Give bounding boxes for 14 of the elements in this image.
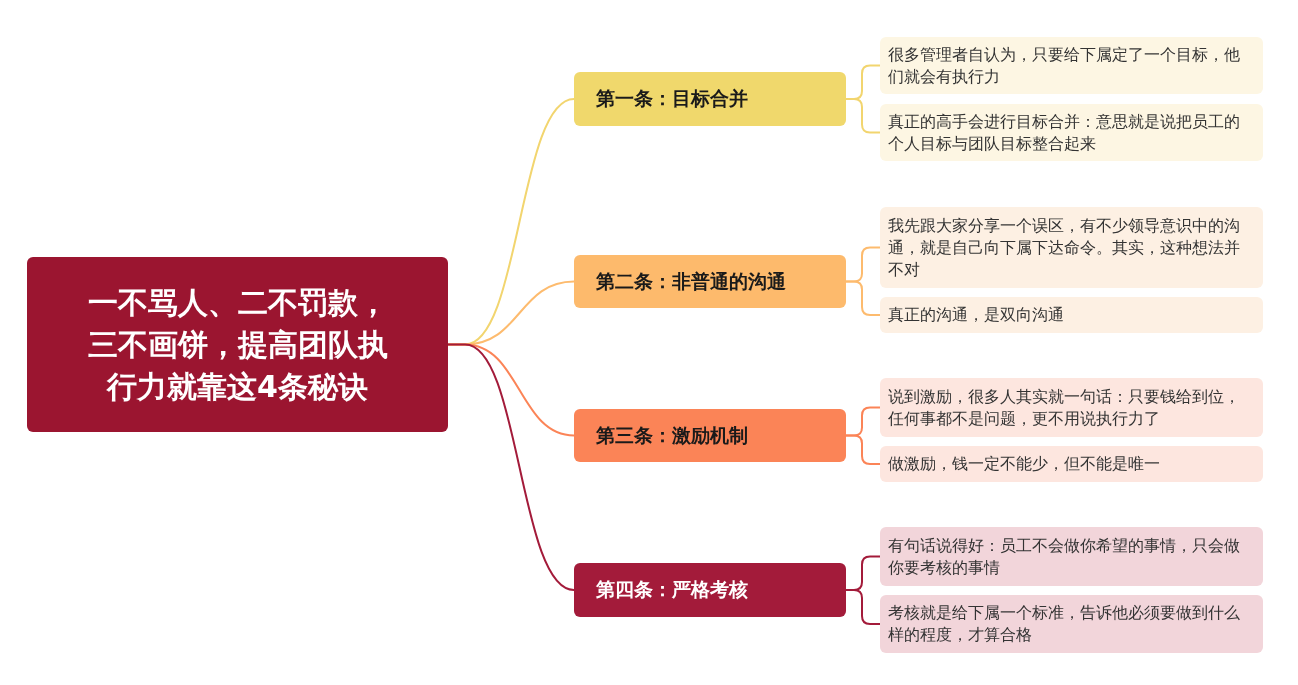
connector-line <box>447 343 575 591</box>
note-box: 我先跟大家分享一个误区，有不少领导意识中的沟通，就是自己向下属下达命令。其实，这种想法并不对 <box>880 207 1263 288</box>
note-box: 有句话说得好：员工不会做你希望的事情，只会做你要考核的事情 <box>880 527 1263 586</box>
note-box: 很多管理者自认为，只要给下属定了一个目标，他们就会有执行力 <box>880 37 1263 94</box>
branch-topic-box: 第二条：非普通的沟通 <box>574 255 846 308</box>
note-box: 考核就是给下属一个标准，告诉他必须要做到什么样的程度，才算合格 <box>880 595 1263 653</box>
branch-topic-box: 第四条：严格考核 <box>574 563 846 617</box>
note-box: 做激励，钱一定不能少，但不能是唯一 <box>880 446 1263 482</box>
note-box: 真正的沟通，是双向沟通 <box>880 297 1263 333</box>
branch-topic-box: 第三条：激励机制 <box>574 409 846 462</box>
branch-topic-box: 第一条：目标合并 <box>574 72 846 126</box>
note-box: 说到激励，很多人其实就一句话：只要钱给到位，任何事都不是问题，更不用说执行力了 <box>880 378 1263 437</box>
central-topic-box: 一不骂人、二不罚款，三不画饼，提高团队执行力就靠这4条秘诀 <box>27 257 448 432</box>
note-box: 真正的高手会进行目标合并：意思就是说把员工的个人目标与团队目标整合起来 <box>880 104 1263 161</box>
